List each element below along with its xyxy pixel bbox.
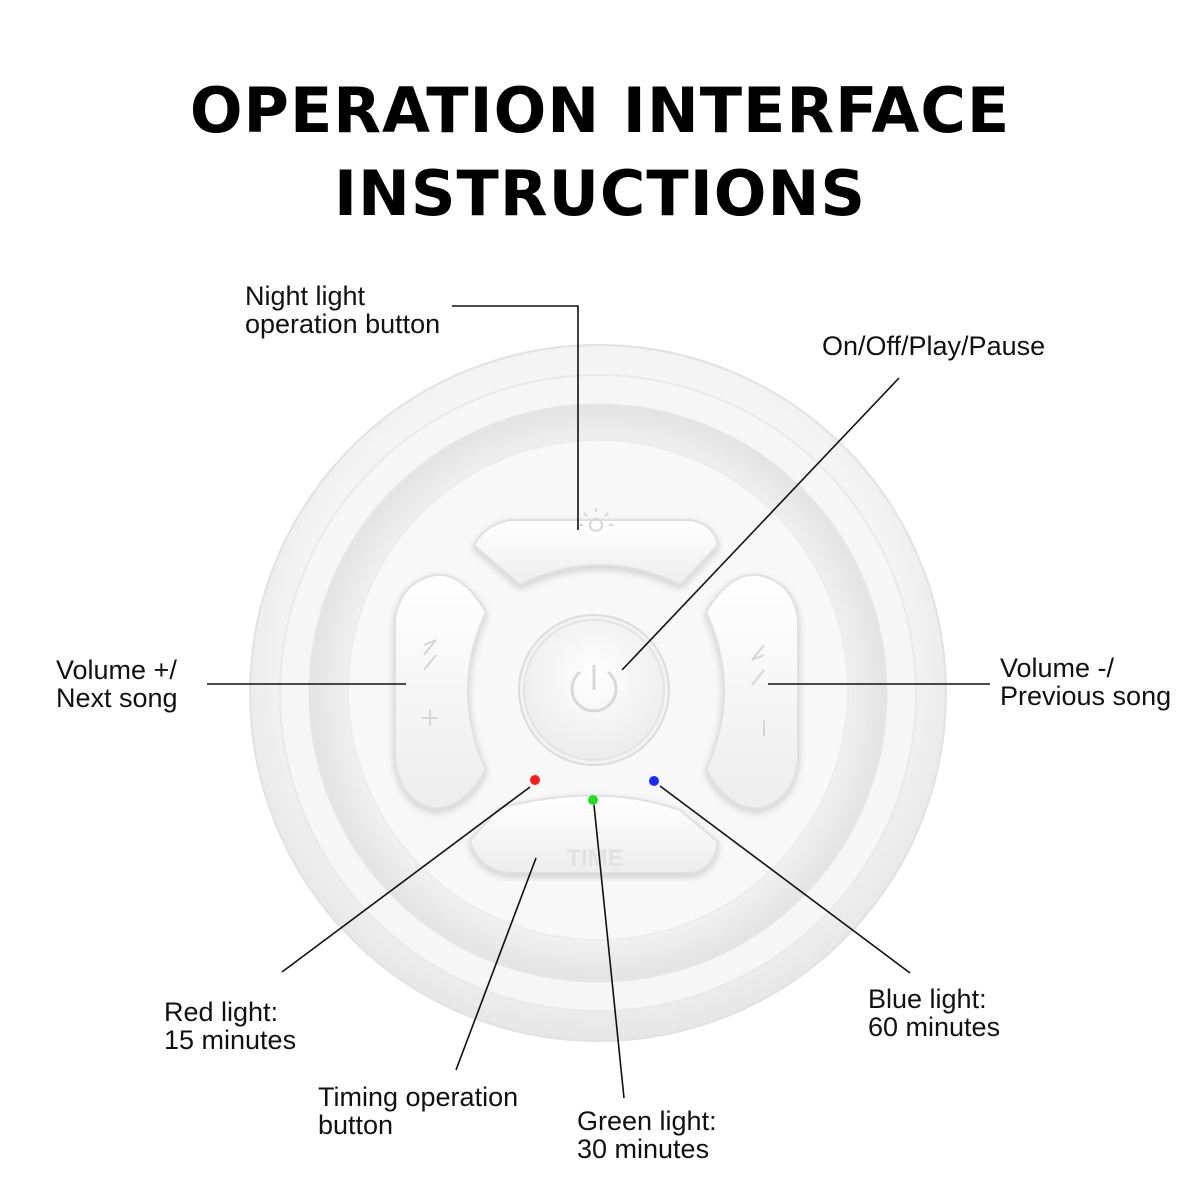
red-light-label: Red light: 15 minutes <box>164 998 296 1054</box>
volume-down-label-line-1: Volume -/ <box>1000 653 1115 683</box>
red-light-callout-line <box>281 786 531 973</box>
night-light-button <box>472 519 720 587</box>
blue-indicator-light <box>649 776 659 786</box>
volume-up-button <box>394 573 488 810</box>
red-indicator-light <box>530 775 540 785</box>
timing-label-line-1: Timing operation <box>318 1082 519 1112</box>
volume-down-button <box>704 573 799 810</box>
green-light-label-line-2: 30 minutes <box>577 1134 710 1164</box>
volume-up-label: Volume +/ Next song <box>56 656 178 712</box>
timing-label: Timing operation button <box>318 1083 518 1139</box>
sun-icon <box>579 508 613 532</box>
green-light-label-line-1: Green light: <box>577 1106 717 1136</box>
blue-light-callout-line <box>659 785 911 974</box>
volume-down-label-line-2: Previous song <box>1000 681 1172 711</box>
title-line-1: OPERATION INTERFACE <box>189 74 1011 147</box>
volume-down-label: Volume -/ Previous song <box>1000 654 1171 710</box>
green-indicator-light <box>588 795 598 805</box>
time-button-text: TIME <box>566 845 623 872</box>
previous-song-icon <box>751 644 765 736</box>
power-callout-line <box>621 377 900 671</box>
night-light-callout-line <box>452 305 579 530</box>
volume-up-label-line-2: Next song <box>56 683 178 713</box>
green-light-callout-line <box>593 804 625 1099</box>
night-light-label: Night light operation button <box>245 282 440 338</box>
timing-button <box>468 794 720 874</box>
night-light-label-line-2: operation button <box>245 309 441 339</box>
volume-up-label-line-1: Volume +/ <box>56 655 177 685</box>
title-line-2: INSTRUCTIONS <box>333 157 867 230</box>
night-light-label-line-1: Night light <box>245 281 366 311</box>
power-icon <box>570 665 618 713</box>
blue-light-label-line-2: 60 minutes <box>868 1012 1001 1042</box>
green-light-label: Green light: 30 minutes <box>577 1107 717 1163</box>
power-label: On/Off/Play/Pause <box>822 332 1045 360</box>
callout-lines <box>207 305 990 1099</box>
red-light-label-line-2: 15 minutes <box>164 1025 297 1055</box>
timing-label-line-2: button <box>318 1110 394 1140</box>
red-light-label-line-1: Red light: <box>164 997 279 1027</box>
timing-callout-line <box>455 857 537 1071</box>
blue-light-label: Blue light: 60 minutes <box>868 985 1000 1041</box>
next-song-icon <box>422 639 438 726</box>
blue-light-label-line-1: Blue light: <box>868 984 987 1014</box>
power-label-line-1: On/Off/Play/Pause <box>822 331 1046 361</box>
